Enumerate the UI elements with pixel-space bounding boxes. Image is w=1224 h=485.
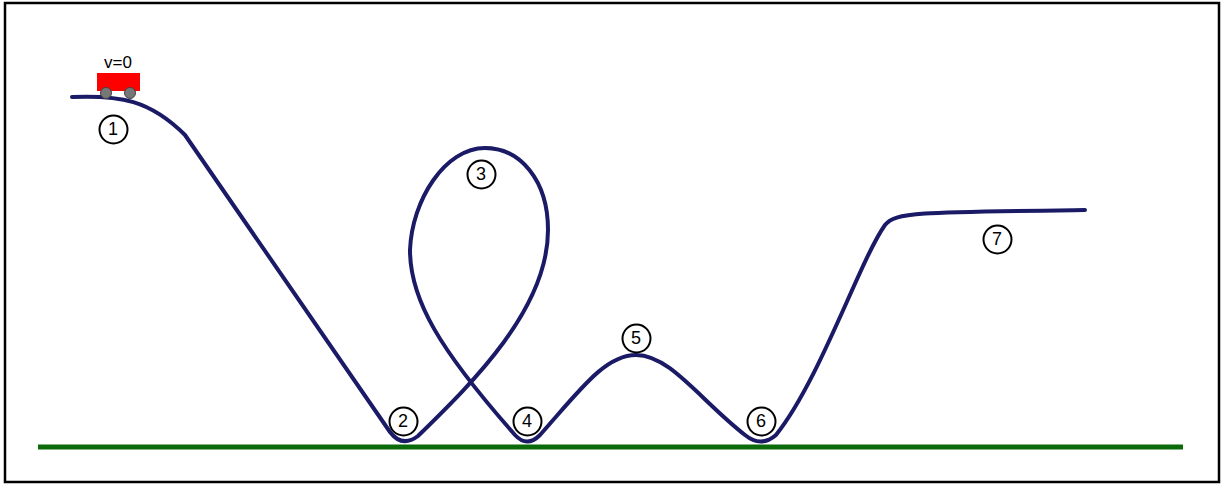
callout-number: 5 xyxy=(631,329,641,347)
cart-wheel xyxy=(101,88,112,99)
callout-circle: 1 xyxy=(98,114,129,145)
cart-wheel xyxy=(125,88,136,99)
callout-circle: 6 xyxy=(746,406,777,437)
callout-circle: 2 xyxy=(388,406,419,437)
velocity-label: v=0 xyxy=(104,54,132,71)
ground-line xyxy=(38,445,1183,450)
callout-circle: 7 xyxy=(982,224,1013,255)
callout-number: 1 xyxy=(108,120,118,138)
callout-number: 6 xyxy=(756,412,766,430)
callout-number: 2 xyxy=(398,412,408,430)
callout-circle: 3 xyxy=(466,159,497,190)
callout-circle: 4 xyxy=(512,406,543,437)
frame-border xyxy=(5,3,1219,482)
callout-number: 7 xyxy=(992,230,1002,248)
callout-number: 3 xyxy=(476,165,486,183)
coaster-track xyxy=(72,97,1085,442)
callout-circle: 5 xyxy=(621,323,652,354)
callout-number: 4 xyxy=(522,412,532,430)
